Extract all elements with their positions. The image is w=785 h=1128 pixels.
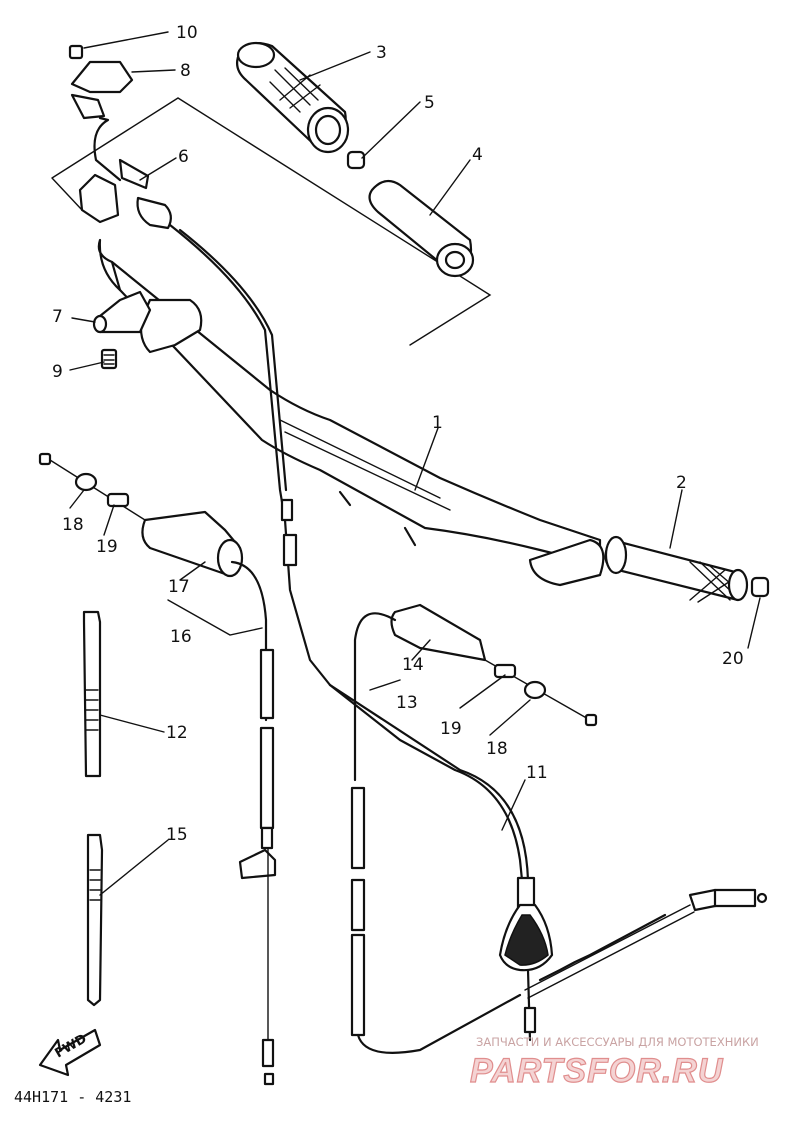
group-outline [51,97,492,346]
callout-9: 9 [52,362,63,382]
callout-12: 12 [166,723,188,743]
callout-18-left: 18 [62,515,84,535]
left-adjuster [38,452,146,521]
callout-6: 6 [178,147,189,167]
clutch-lever [141,510,277,1086]
watermark-brand: PARTSFOR.RU [470,1052,724,1090]
callout-19-right: 19 [440,719,462,739]
callout-11: 11 [526,763,548,783]
callout-15: 15 [166,825,188,845]
callout-13: 13 [396,693,418,713]
callout-4: 4 [472,145,483,165]
callout-5: 5 [424,93,435,113]
drawing-code: 44H171 - 4231 [14,1088,131,1106]
callout-14: 14 [402,655,424,675]
right-grip [604,535,749,603]
watermark: ЗАПЧАСТИ И АКСЕССУАРЫ ДЛЯ МОТОТЕХНИКИ PA… [469,1035,759,1091]
callout-1: 1 [432,413,443,433]
watermark-tagline: ЗАПЧАСТИ И АКСЕССУАРЫ ДЛЯ МОТОТЕХНИКИ [476,1035,759,1049]
callout-16: 16 [170,627,192,647]
throttle-housing [68,44,172,230]
brake-lever [350,603,598,1054]
callout-17: 17 [168,577,190,597]
leader-lines [69,31,761,896]
callout-7: 7 [52,307,63,327]
fwd-arrow: FWD [38,1028,102,1077]
callout-8: 8 [180,61,191,81]
cable-tie-12 [82,610,102,778]
grip-end-cap [750,576,770,598]
callout-2: 2 [676,473,687,493]
callout-3: 3 [376,43,387,63]
throttle-tube [368,179,475,278]
callout-20: 20 [722,649,744,669]
cable-tie-15 [86,833,104,1007]
bar-clamp [92,290,152,370]
callout-18-right: 18 [486,739,508,759]
cable-nut [346,150,366,170]
spring-cable [524,888,768,999]
throttle-cable [168,223,554,1042]
callout-10: 10 [176,23,198,43]
left-grip [235,41,350,154]
callouts: 10 8 3 5 4 6 7 9 1 2 18 19 17 16 14 13 1… [52,23,744,845]
handlebar [97,238,605,587]
callout-19-left: 19 [96,537,118,557]
